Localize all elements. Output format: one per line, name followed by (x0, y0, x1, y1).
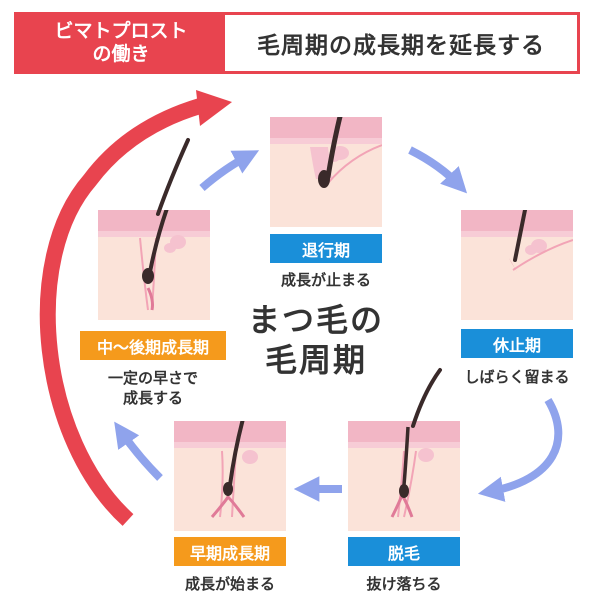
arrow-telogen-to-shedding (477, 397, 563, 502)
header-label-line1: ビマトプロスト (54, 20, 188, 42)
hair-follicle-illustration (210, 421, 258, 518)
panel-early-anagen (174, 421, 286, 531)
header-title: 毛周期の成長期を延長する (257, 33, 545, 59)
header-banner: ビマトプロスト の働き 毛周期の成長期を延長する (14, 12, 580, 74)
panel-telogen (461, 210, 573, 320)
center-title-line2: 毛周期 (264, 341, 367, 379)
hair-follicle-illustration (310, 117, 382, 188)
arrow-mid-to-catagen (199, 150, 260, 192)
caption-mid-late-anagen: 一定の早さで 成長する (80, 368, 226, 408)
arrow-early-to-mid (114, 421, 163, 481)
caption-catagen: 成長が止まる (280, 271, 371, 289)
panel-mid-late-anagen (98, 210, 210, 320)
caption-mid-late-line2: 成長する (122, 389, 183, 407)
header-label: ビマトプロスト の働き (17, 15, 225, 71)
center-title: まつ毛の 毛周期 (236, 300, 396, 380)
hair-follicle-illustration (139, 210, 186, 311)
stage-label-telogen: 休止期 (461, 329, 573, 358)
center-title-line1: まつ毛の (247, 301, 384, 339)
panel-shedding (348, 421, 460, 531)
stage-label-mid-late-anagen: 中～後期成長期 (80, 331, 226, 360)
panel-catagen (270, 117, 382, 227)
red-arrow-body (39, 98, 203, 526)
caption-shedding: 抜け落ちる (366, 575, 442, 593)
arrow-catagen-to-telogen (408, 146, 468, 194)
header-label-line2: の働き (92, 43, 150, 65)
stage-label-shedding: 脱毛 (348, 537, 460, 566)
caption-early-anagen: 成長が始まる (184, 575, 275, 593)
stage-label-early-anagen: 早期成長期 (174, 537, 286, 566)
hair-follicle-illustration (390, 426, 434, 518)
caption-telogen: しばらく留まる (464, 368, 570, 386)
red-arrowhead (196, 90, 232, 126)
stage-label-catagen: 退行期 (270, 234, 382, 263)
hair-follicle-illustration (509, 210, 573, 272)
caption-mid-late-line1: 一定の早さで (107, 369, 198, 387)
